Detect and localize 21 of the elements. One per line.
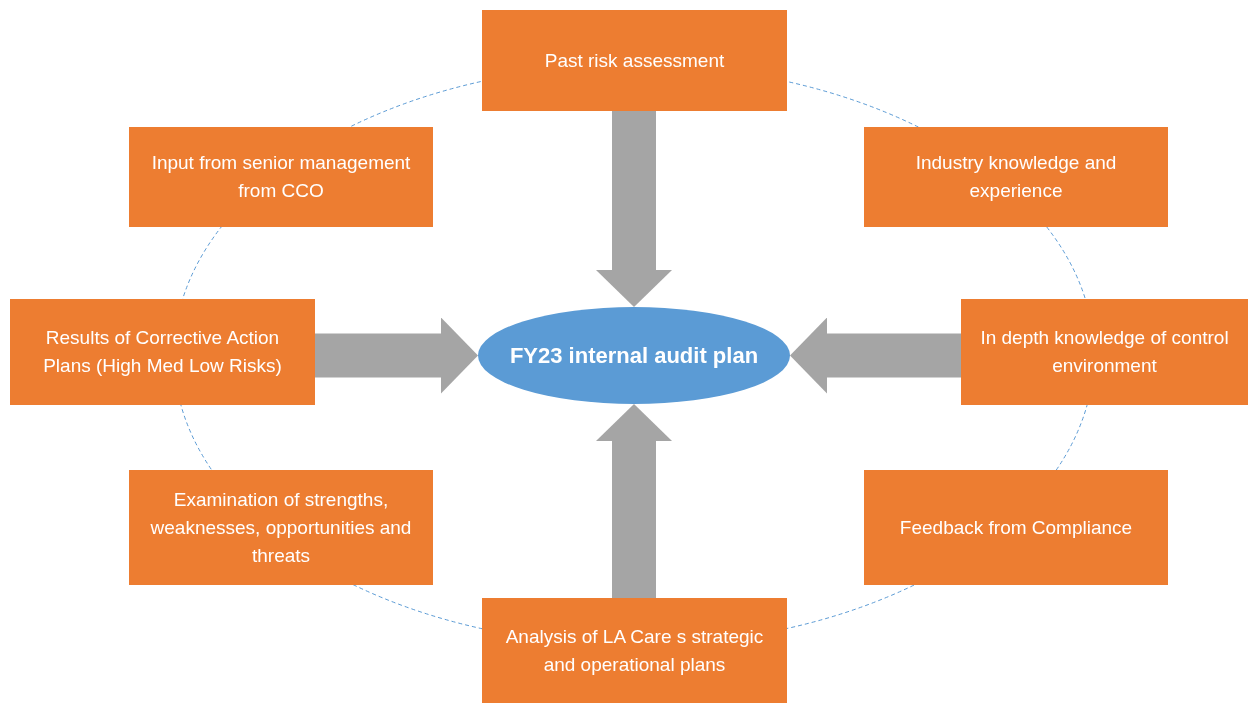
- input-box: [482, 598, 787, 703]
- block-arrow: [596, 404, 672, 598]
- input-box: [961, 299, 1248, 405]
- input-box: [864, 470, 1168, 585]
- node-label: Industry knowledge and experience: [914, 151, 1118, 203]
- input-box: [129, 127, 433, 227]
- input-box: [10, 299, 315, 405]
- node-label: In depth knowledge of control environment: [979, 326, 1230, 378]
- input-box: [482, 10, 787, 111]
- input-box: [129, 470, 433, 585]
- node-label: Examination of strengths, weaknesses, opportunities and threats: [149, 487, 413, 568]
- node-label: Input from senior management from CCO: [150, 151, 412, 203]
- block-arrow: [596, 111, 672, 307]
- block-arrow: [790, 317, 961, 394]
- node-label: Analysis of LA Care s strategic and operational plans: [504, 624, 765, 677]
- node-label: Feedback from Compliance: [899, 515, 1133, 540]
- input-box: [864, 127, 1168, 227]
- node-label: Results of Corrective Action Plans (High Med Low Risks): [42, 326, 283, 378]
- block-arrow: [315, 317, 478, 394]
- node-label: Past risk assessment: [544, 48, 725, 73]
- node-label: FY23 internal audit plan: [509, 341, 759, 370]
